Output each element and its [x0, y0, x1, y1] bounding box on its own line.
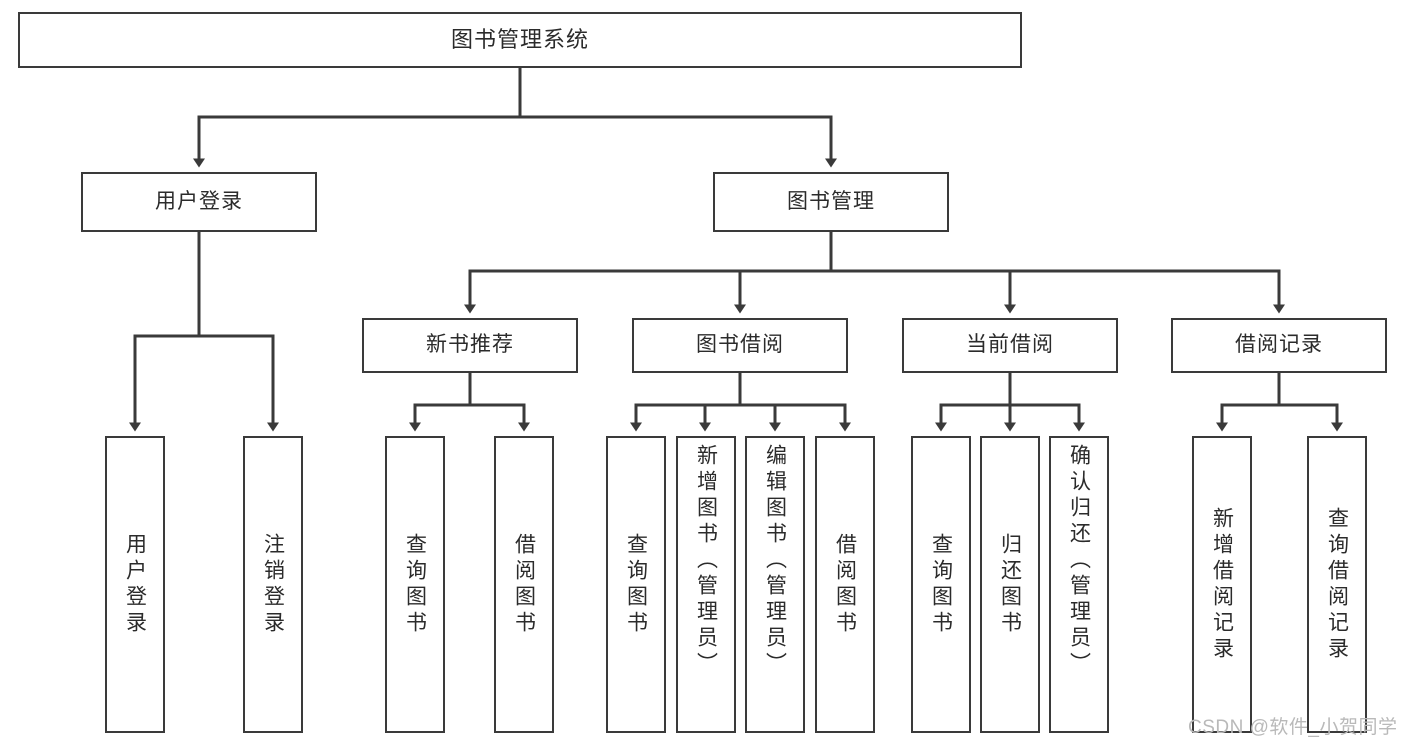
node-label: 图书借阅: [696, 333, 784, 357]
node-root-system[interactable]: 图书管理系统: [18, 12, 1022, 68]
leaf-add-book-admin[interactable]: 新增图书（管理员）: [676, 436, 736, 733]
leaf-logout[interactable]: 注销登录: [243, 436, 303, 733]
leaf-borrow-book[interactable]: 借阅图书: [815, 436, 875, 733]
node-label: 确认归还（管理员）: [1067, 444, 1091, 678]
node-label: 归还图书: [998, 532, 1022, 637]
node-label: 新增图书（管理员）: [694, 444, 718, 678]
node-label: 注销登录: [261, 532, 285, 637]
node-label: 查询借阅记录: [1325, 506, 1349, 663]
node-new-book-recommend[interactable]: 新书推荐: [362, 318, 578, 373]
node-current-borrow[interactable]: 当前借阅: [902, 318, 1118, 373]
node-label: 用户登录: [123, 532, 147, 637]
leaf-add-borrow-record[interactable]: 新增借阅记录: [1192, 436, 1252, 733]
leaf-query-borrow-record[interactable]: 查询借阅记录: [1307, 436, 1367, 733]
node-label: 借阅记录: [1235, 333, 1323, 357]
node-label: 查询图书: [403, 532, 427, 637]
node-user-login[interactable]: 用户登录: [81, 172, 317, 232]
node-label: 当前借阅: [966, 333, 1054, 357]
node-borrow-records[interactable]: 借阅记录: [1171, 318, 1387, 373]
node-label: 图书管理: [787, 189, 875, 213]
node-label: 编辑图书（管理员）: [763, 444, 787, 678]
leaf-query-book-recommend[interactable]: 查询图书: [385, 436, 445, 733]
node-label: 用户登录: [155, 189, 243, 213]
node-label: 新书推荐: [426, 333, 514, 357]
leaf-query-book-borrow[interactable]: 查询图书: [606, 436, 666, 733]
leaf-edit-book-admin[interactable]: 编辑图书（管理员）: [745, 436, 805, 733]
leaf-user-login[interactable]: 用户登录: [105, 436, 165, 733]
leaf-borrow-book-recommend[interactable]: 借阅图书: [494, 436, 554, 733]
csdn-watermark: CSDN @软件_小贺同学: [1188, 717, 1398, 738]
node-label: 借阅图书: [833, 532, 857, 637]
node-label: 查询图书: [624, 532, 648, 637]
node-label: 图书管理系统: [450, 27, 589, 53]
node-label: 新增借阅记录: [1210, 506, 1234, 663]
leaf-return-book[interactable]: 归还图书: [980, 436, 1040, 733]
leaf-confirm-return-admin[interactable]: 确认归还（管理员）: [1049, 436, 1109, 733]
node-book-borrow[interactable]: 图书借阅: [632, 318, 848, 373]
node-label: 借阅图书: [512, 532, 536, 637]
node-book-management[interactable]: 图书管理: [713, 172, 949, 232]
leaf-query-book-current[interactable]: 查询图书: [911, 436, 971, 733]
node-label: 查询图书: [929, 532, 953, 637]
